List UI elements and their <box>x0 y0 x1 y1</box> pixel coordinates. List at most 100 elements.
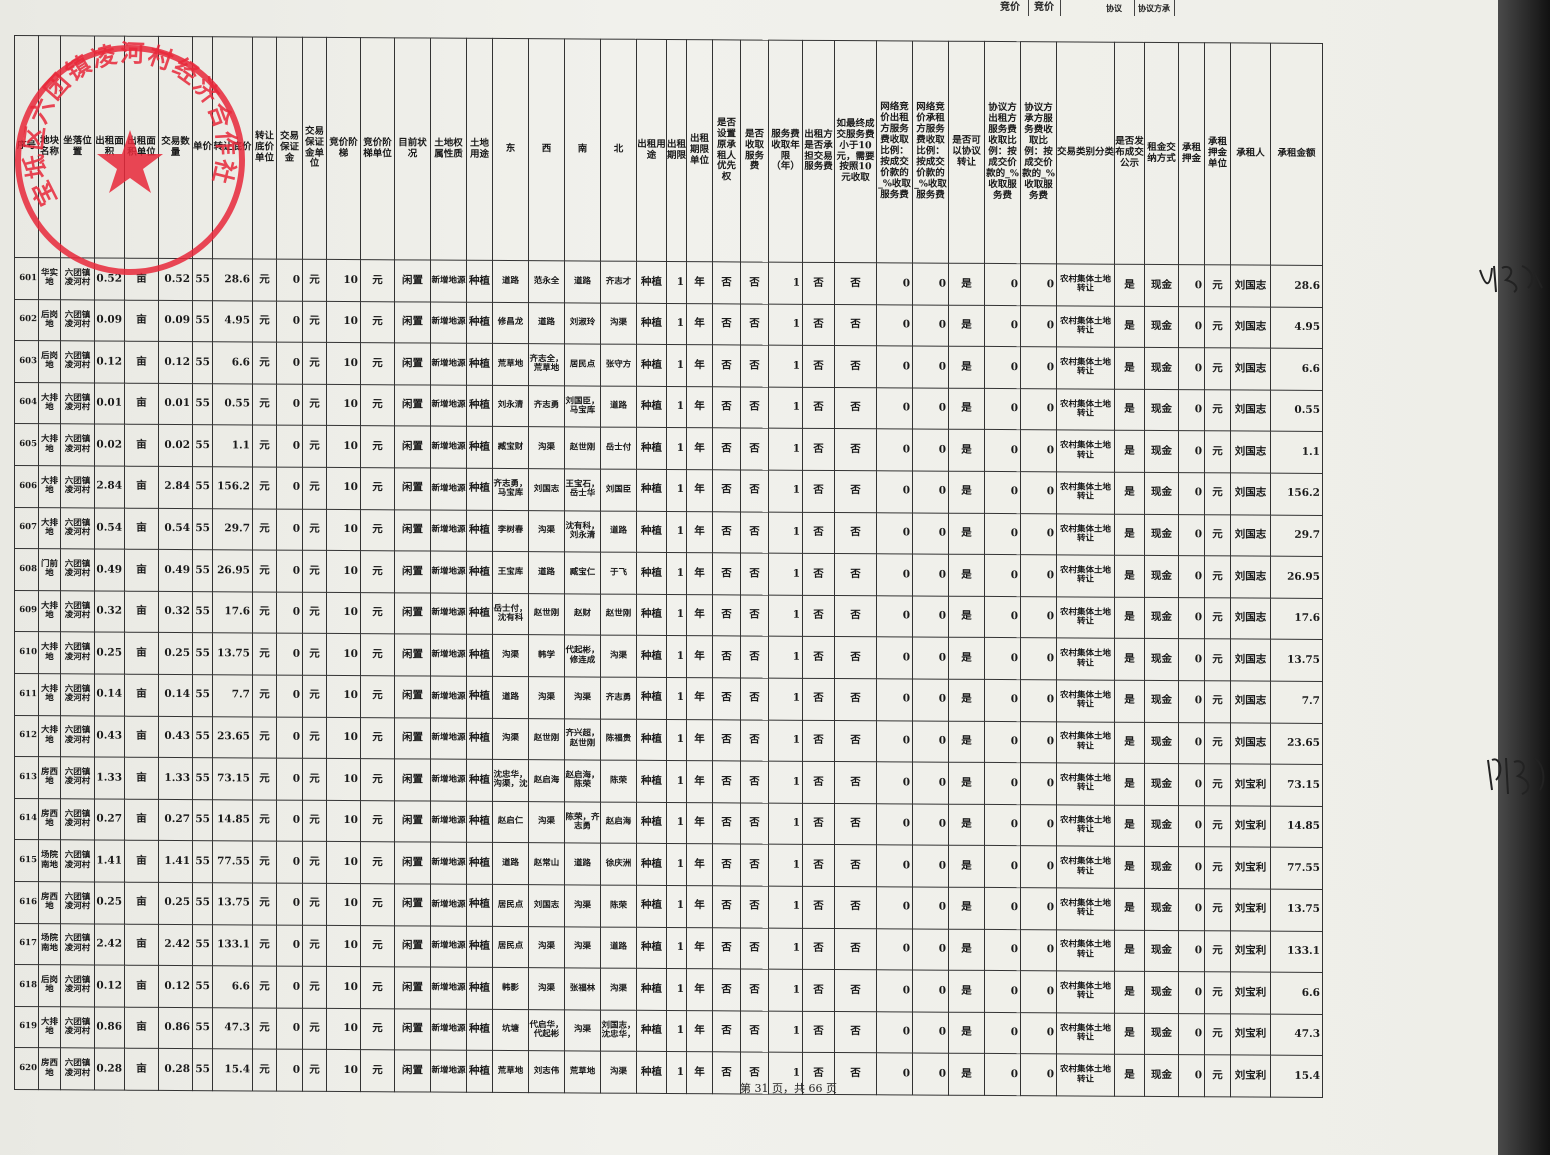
table-cell: 新增地源 <box>430 967 467 1009</box>
table-cell: 种植 <box>636 552 667 595</box>
table-cell: 否 <box>802 636 835 679</box>
table-cell: 沟渠 <box>528 967 565 1010</box>
table-cell: 6.6 <box>212 965 253 1008</box>
column-header: 坐落位置 <box>60 35 95 258</box>
table-cell: 元 <box>302 592 327 634</box>
table-cell: 1 <box>666 386 687 428</box>
table-cell: 1 <box>768 386 803 429</box>
table-cell: 0 <box>912 554 949 596</box>
table-cell: 1.1 <box>212 425 253 467</box>
table-cell: 种植 <box>636 510 667 553</box>
table-cell: 77.55 <box>1270 847 1323 890</box>
table-cell: 否 <box>712 1010 741 1053</box>
table-cell: 六团镇凌河村 <box>60 673 95 716</box>
table-cell: 闲置 <box>394 509 431 552</box>
table-cell: 0 <box>984 1012 1021 1054</box>
table-cell: 28.6 <box>1270 265 1323 308</box>
table-cell: 47.3 <box>212 1007 253 1050</box>
scan-background-edge <box>1498 0 1550 1155</box>
table-cell: 0 <box>276 1007 303 1050</box>
table-cell: 亩 <box>124 840 159 883</box>
table-cell: 0.27 <box>94 798 125 841</box>
table-cell: 元 <box>252 841 277 884</box>
table-cell: 1 <box>768 428 803 471</box>
table-cell: 元 <box>252 1007 277 1050</box>
table-cell: 现金 <box>1144 264 1179 307</box>
table-cell: 种植 <box>466 884 493 926</box>
table-cell: 0 <box>912 762 949 804</box>
table-cell: 年 <box>686 885 713 928</box>
table-cell: 元 <box>1204 514 1231 557</box>
table-cell: 0 <box>1020 263 1057 306</box>
table-cell: 10 <box>326 633 361 676</box>
table-cell: 0.14 <box>158 674 193 717</box>
table-cell: 六团镇凌河村 <box>60 340 95 383</box>
table-cell: 2.42 <box>158 923 193 966</box>
table-cell: 0.25 <box>158 632 193 675</box>
table-cell: 种植 <box>466 551 493 594</box>
table-cell: 徐庆洲 <box>600 843 637 886</box>
table-cell: 赵常山 <box>528 842 565 885</box>
table-cell: 是 <box>948 1053 985 1096</box>
table-cell: 0 <box>876 969 913 1012</box>
table-cell: 元 <box>252 966 277 1008</box>
table-cell: 0.01 <box>158 383 193 425</box>
table-cell: 年 <box>686 635 713 678</box>
table-cell: 55 <box>192 300 213 342</box>
table-cell: 0.12 <box>94 965 125 1007</box>
table-cell: 否 <box>740 428 769 471</box>
column-header: 出租面积 <box>94 35 125 259</box>
table-cell: 55 <box>192 632 213 675</box>
table-cell: 元 <box>1204 847 1231 889</box>
table-cell: 沟渠 <box>528 676 565 719</box>
table-cell: 0.25 <box>158 882 193 925</box>
table-cell: 现金 <box>1144 472 1179 515</box>
table-cell: 0 <box>912 262 949 305</box>
table-cell: 年 <box>686 843 713 886</box>
table-cell: 否 <box>712 719 741 762</box>
table-cell: 赵世刚 <box>528 718 565 760</box>
table-cell: 否 <box>740 844 769 887</box>
table-cell: 道路 <box>600 926 637 969</box>
table-cell: 618 <box>14 964 39 1007</box>
column-header: 网络竞价承租方服务费收取比例：按成交价款的_%收取服务费 <box>912 40 949 264</box>
table-cell: 否 <box>834 720 877 762</box>
table-cell: 刘国志 <box>1230 556 1271 598</box>
table-cell: 场院南地 <box>38 839 61 882</box>
table-cell: 六团镇凌河村 <box>60 756 95 799</box>
table-cell: 0 <box>1178 680 1205 723</box>
table-cell: 55 <box>192 924 213 966</box>
table-cell: 0 <box>876 345 913 388</box>
table-cell: 55 <box>192 549 213 592</box>
table-cell: 陈荣 <box>600 760 637 803</box>
table-cell: 新增地源 <box>430 1050 467 1093</box>
table-cell: 0.12 <box>158 965 193 1008</box>
table-cell: 陈荣，齐志勇 <box>564 801 601 844</box>
table-cell: 李树春 <box>492 509 529 552</box>
table-cell: 否 <box>740 386 769 429</box>
table-cell: 否 <box>802 678 835 721</box>
table-cell: 否 <box>802 262 835 305</box>
table-cell: 0 <box>1020 762 1057 805</box>
table-cell: 1.33 <box>94 757 125 799</box>
table-cell: 种植 <box>636 718 667 761</box>
table-cell: 0 <box>1178 805 1205 848</box>
table-cell: 1 <box>768 303 803 346</box>
table-cell: 55 <box>192 341 213 384</box>
table-cell: 荒草地 <box>492 343 529 386</box>
table-cell: 新增地源 <box>430 842 467 885</box>
table-cell: 元 <box>302 633 327 676</box>
table-cell: 否 <box>740 345 769 387</box>
table-cell: 六团镇凌河村 <box>60 923 95 966</box>
table-cell: 后岗地 <box>38 340 61 383</box>
table-cell: 606 <box>14 465 39 508</box>
table-cell: 沟渠 <box>600 302 637 345</box>
table-cell: 0 <box>1178 430 1205 473</box>
table-cell: 亩 <box>124 674 159 716</box>
table-cell: 0.49 <box>94 549 125 591</box>
table-cell: 15.4 <box>212 1048 253 1091</box>
table-cell: 元 <box>360 966 395 1009</box>
table-cell: 10 <box>326 259 361 302</box>
column-header: 出租期限 <box>666 39 687 262</box>
table-cell: 元 <box>1204 763 1231 806</box>
